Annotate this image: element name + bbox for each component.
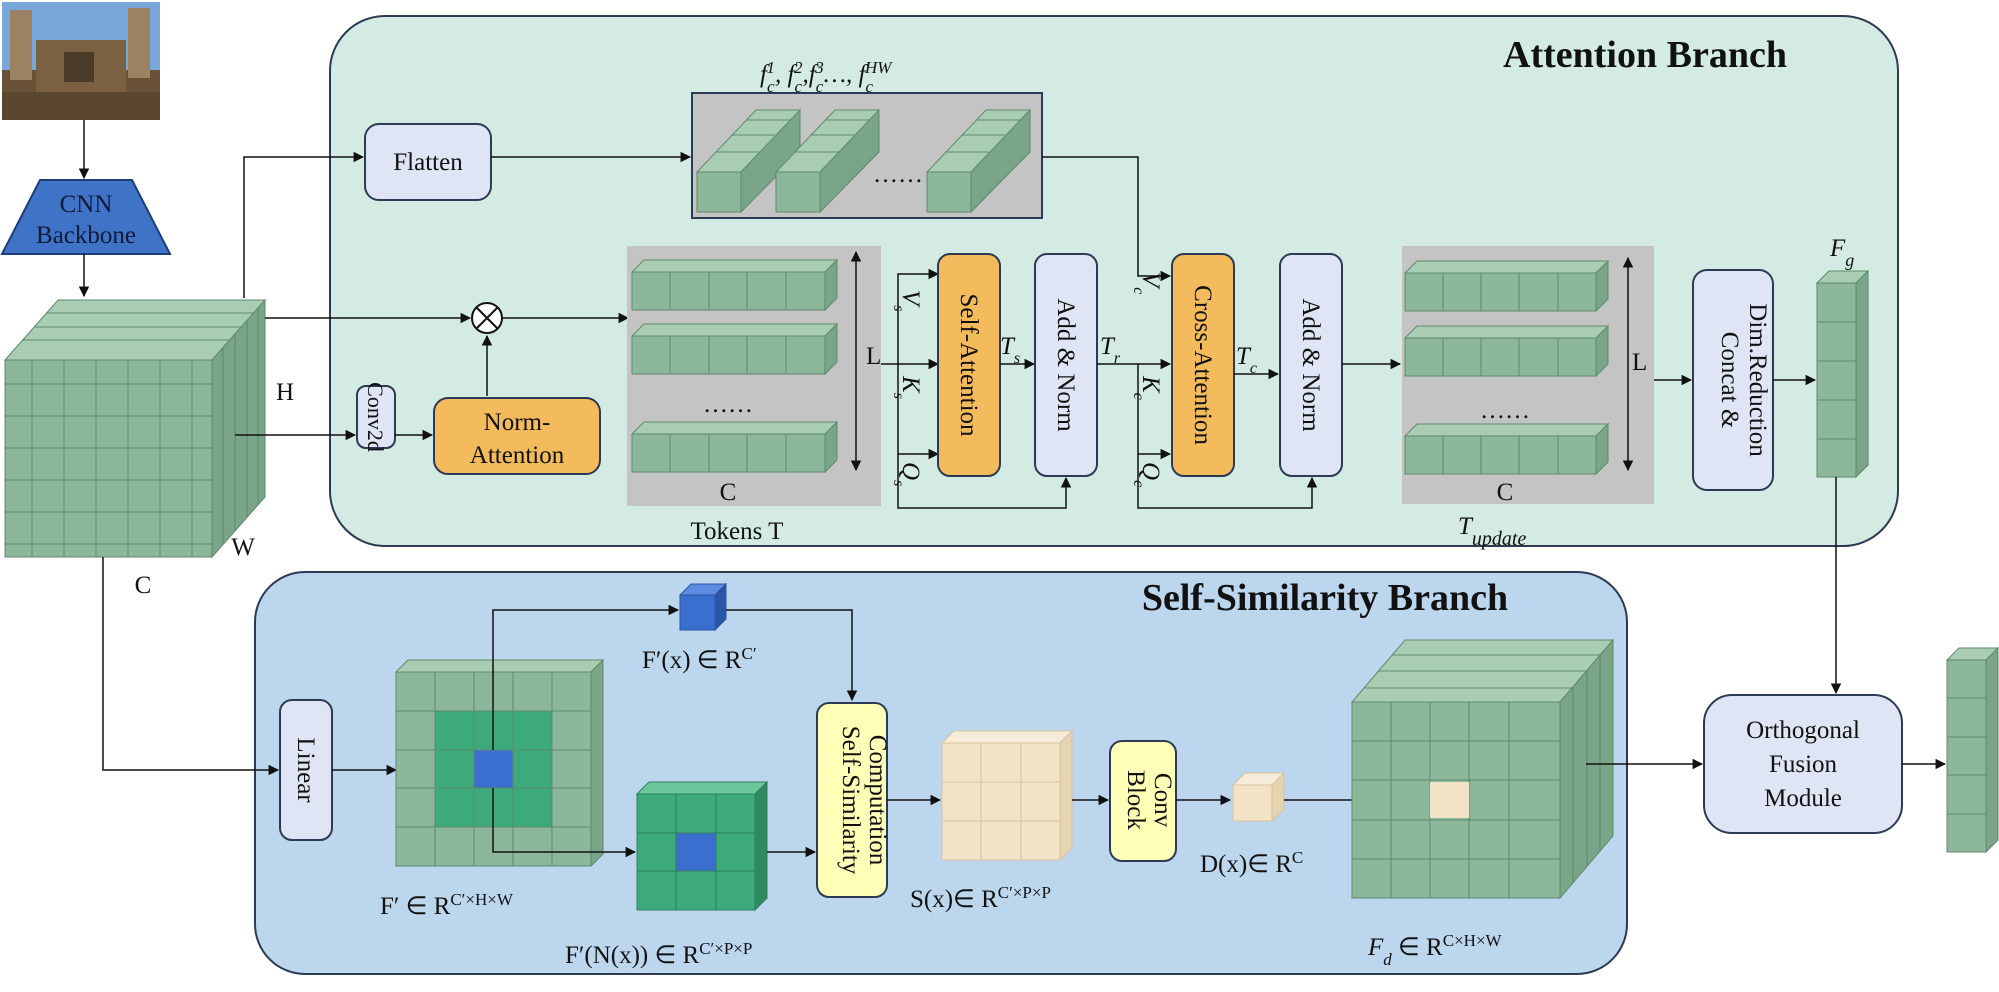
tupdate-row-2	[1403, 324, 1610, 378]
flat-column-1	[695, 108, 802, 214]
fprime-caption: F′ ∈ RC′×H×W	[380, 890, 514, 921]
flatten-label: Flatten	[393, 149, 463, 176]
fn-caption: F′(N(x)) ∈ RC′×P×P	[565, 939, 752, 970]
ssc-label-2: Computation	[864, 735, 891, 866]
fg-vector	[1815, 269, 1870, 479]
dx-caption: D(x)∈ RC	[1200, 848, 1303, 879]
attention-branch-title: Attention Branch	[1503, 34, 1787, 76]
token-row-3	[630, 420, 839, 474]
norm-attention-label-2: Attention	[470, 442, 565, 469]
fusion-label-3: Module	[1764, 785, 1842, 812]
fusion-label-2: Fusion	[1769, 751, 1838, 778]
self-attention-label: Self-Attention	[955, 293, 982, 437]
tupdate-row-1	[1403, 259, 1610, 313]
tokens-dots: ……	[703, 391, 753, 418]
concat-label-2: Dim.Reduction	[1744, 303, 1771, 457]
tupdate-row-3	[1403, 422, 1610, 476]
fprime-x-cube	[678, 582, 728, 632]
similarity-branch-title: Self-Similarity Branch	[1142, 577, 1508, 619]
input-image	[2, 2, 160, 120]
fusion-label-1: Orthogonal	[1746, 717, 1860, 744]
sx-cube	[940, 729, 1074, 862]
cnn-backbone-label-1: CNN	[60, 191, 113, 218]
fn-map	[635, 780, 769, 912]
norm-attention-box	[433, 397, 601, 475]
tupdate-dots: ……	[1480, 397, 1530, 424]
conv2d-label: Conv2d	[363, 382, 388, 452]
conv2d-box	[356, 385, 396, 449]
feature-map-cube	[3, 298, 267, 559]
flat-dots: ……	[873, 161, 923, 188]
ssc-label-1: Self-Similarity	[837, 726, 864, 875]
tupdate-caption: Tupdate	[1458, 513, 1526, 550]
norm-attention-label-1: Norm-	[484, 409, 551, 436]
conv-block-label-2: Block	[1122, 770, 1149, 830]
token-row-1	[630, 258, 839, 312]
fg-label: Fg	[1829, 235, 1854, 270]
flat-column-2	[774, 108, 881, 214]
tokens-c: C	[720, 479, 737, 506]
tokens-l: L	[866, 343, 881, 370]
cnn-backbone-label-2: Backbone	[36, 222, 136, 249]
feature-map-w: W	[231, 534, 255, 561]
fd-caption: Fd ∈ RC×H×W	[1367, 931, 1503, 969]
flatten-box	[364, 123, 492, 201]
conv-block-label-1: Conv	[1149, 773, 1176, 828]
output-vector	[1945, 646, 1999, 854]
fprime-x-caption: F′(x) ∈ RC′	[642, 644, 757, 675]
fd-cube	[1350, 638, 1615, 900]
dx-cube	[1231, 771, 1286, 823]
add-norm-1-box	[1034, 253, 1098, 477]
add-norm-1-label: Add & Norm	[1052, 298, 1079, 432]
tupdate-c: C	[1497, 479, 1514, 506]
add-norm-2-box	[1279, 253, 1343, 477]
linear-label: Linear	[292, 737, 319, 803]
feature-map-h: H	[276, 379, 294, 406]
concat-label-1: Concat &	[1716, 332, 1743, 429]
conv-block-box	[1109, 740, 1177, 862]
tokens-caption: Tokens T	[691, 518, 784, 545]
token-row-2	[630, 322, 839, 376]
fprime-map	[394, 658, 605, 868]
flat-column-3	[925, 108, 1032, 214]
cross-attention-box	[1171, 253, 1235, 477]
tupdate-l: L	[1632, 349, 1647, 376]
cnn-backbone-shape	[0, 179, 172, 255]
add-norm-2-label: Add & Norm	[1297, 298, 1324, 432]
sx-caption: S(x)∈ RC′×P×P	[910, 883, 1051, 914]
self-attention-box	[937, 253, 1001, 477]
cross-attention-label: Cross-Attention	[1189, 285, 1216, 445]
feature-map-c: C	[135, 572, 152, 599]
